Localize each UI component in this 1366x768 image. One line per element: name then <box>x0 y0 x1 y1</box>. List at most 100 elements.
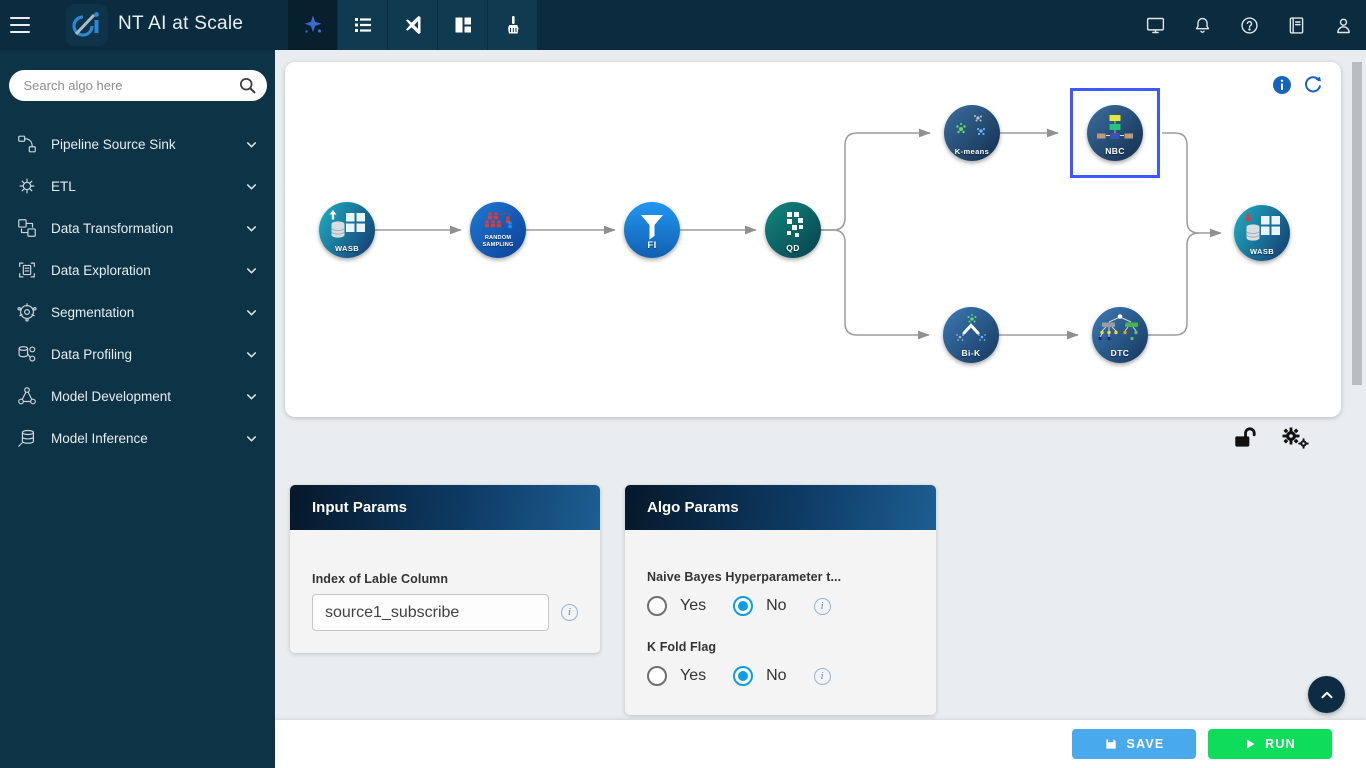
profile-icon[interactable] <box>1333 15 1354 36</box>
pipeline-node-bik[interactable]: Bi-K <box>943 307 999 363</box>
broom-icon[interactable] <box>488 0 537 50</box>
ai-logo-icon <box>72 12 99 37</box>
radio-no[interactable] <box>733 666 754 686</box>
node-label: RANDOM SAMPLING <box>482 235 514 249</box>
pipeline-connectors <box>375 128 1222 340</box>
node-label: K-means <box>954 147 990 156</box>
node-label: Bi-K <box>961 348 981 358</box>
chevron-down-icon <box>244 179 259 194</box>
node-selection-border <box>1070 88 1160 178</box>
chevron-down-icon <box>244 137 259 152</box>
sidebar-item-segmentation[interactable]: Segmentation <box>0 291 275 333</box>
display-icon[interactable] <box>1145 15 1166 36</box>
chevron-down-icon <box>244 347 259 362</box>
sidebar-item-label: Pipeline Source Sink <box>51 136 176 152</box>
field-label: Naive Bayes Hyperparameter t... <box>647 570 842 584</box>
search-input[interactable] <box>23 78 238 93</box>
kmeans-icon <box>956 115 986 136</box>
algo-params-panel: Algo Params Naive Bayes Hyperparameter t… <box>625 485 936 715</box>
sidebar-item-model-inference[interactable]: Model Inference <box>0 417 275 459</box>
sidebar-item-label: Segmentation <box>51 304 135 320</box>
node-label: DTC <box>1110 348 1130 358</box>
run-button-label: RUN <box>1265 737 1296 751</box>
data-transformation-icon <box>16 217 38 239</box>
search-icon[interactable] <box>238 76 257 95</box>
data-exploration-icon <box>16 259 38 281</box>
canvas-actions <box>1272 75 1323 95</box>
save-floppy-icon <box>1105 739 1116 749</box>
panel-title: Input Params <box>290 485 600 530</box>
sidebar-item-label: Data Exploration <box>51 262 151 278</box>
pipeline-node-nbc[interactable]: NBC <box>1087 105 1143 161</box>
list-icon[interactable] <box>338 0 387 50</box>
save-button-label: SAVE <box>1126 737 1165 751</box>
filter-icon <box>641 215 663 240</box>
radio-no[interactable] <box>733 596 754 616</box>
pipeline-node-kmeans[interactable]: K-means <box>944 105 1000 161</box>
scroll-to-top-button[interactable] <box>1308 676 1345 713</box>
pipeline-node-fi[interactable]: FI <box>624 202 680 258</box>
layout-icon[interactable] <box>438 0 487 50</box>
sidebar-menu: Pipeline Source Sink ETL Data Transforma… <box>0 123 275 459</box>
etl-gear-icon <box>16 175 38 197</box>
pipeline-node-wasb-source[interactable]: WASB <box>319 202 375 258</box>
sidebar-item-label: Data Profiling <box>51 346 133 362</box>
settings-gears-icon[interactable] <box>1280 425 1310 456</box>
sidebar-item-data-transformation[interactable]: Data Transformation <box>0 207 275 249</box>
docs-book-icon[interactable] <box>1286 15 1307 36</box>
pipeline-node-qd[interactable]: QD <box>765 202 821 258</box>
label-column-input[interactable] <box>312 594 549 631</box>
radio-yes[interactable] <box>647 596 667 616</box>
header-toolbar <box>288 0 538 50</box>
pipeline-canvas[interactable]: WASB RANDOM SAMPLING <box>285 62 1341 417</box>
field-info-icon[interactable]: i <box>813 667 831 685</box>
ai-spark-icon[interactable] <box>288 0 337 50</box>
info-icon[interactable] <box>1272 75 1292 95</box>
hamburger-menu-icon[interactable] <box>8 14 32 36</box>
run-button[interactable]: RUN <box>1208 729 1332 759</box>
help-icon[interactable] <box>1239 15 1260 36</box>
unlock-icon[interactable] <box>1232 425 1258 456</box>
field-info-icon[interactable]: i <box>561 604 578 621</box>
app-header: NT AI at Scale <box>0 0 1366 50</box>
chevron-down-icon <box>244 305 259 320</box>
pipeline-source-sink-icon <box>16 133 38 155</box>
save-button[interactable]: SAVE <box>1072 729 1196 759</box>
naive-bayes-icon <box>1097 115 1133 139</box>
sidebar-item-data-exploration[interactable]: Data Exploration <box>0 249 275 291</box>
radio-label-yes: Yes <box>680 597 707 614</box>
notifications-bell-icon[interactable] <box>1192 15 1213 36</box>
model-development-icon <box>16 385 38 407</box>
chevron-down-icon <box>244 431 259 446</box>
app-logo <box>66 4 108 46</box>
node-label: WASB <box>1249 247 1275 256</box>
pipeline-node-random-sampling[interactable]: RANDOM SAMPLING <box>470 202 526 258</box>
canvas-tool-icons <box>1232 425 1310 456</box>
model-inference-icon <box>16 427 38 449</box>
vertical-scrollbar-thumb[interactable] <box>1352 62 1362 385</box>
run-flag-icon[interactable] <box>388 0 437 50</box>
sidebar-item-label: Model Development <box>51 388 172 404</box>
field-info-icon[interactable]: i <box>813 597 831 615</box>
sidebar-item-label: ETL <box>51 178 76 194</box>
field-label: K Fold Flag <box>647 640 717 654</box>
node-label: WASB <box>334 244 360 253</box>
radio-yes[interactable] <box>647 666 667 686</box>
field-label: Index of Lable Column <box>312 572 449 586</box>
sidebar-item-model-development[interactable]: Model Development <box>0 375 275 417</box>
pipeline-node-wasb-sink[interactable]: WASB <box>1234 205 1290 261</box>
header-right-icons <box>1145 0 1356 50</box>
refresh-icon[interactable] <box>1303 75 1323 95</box>
input-params-panel: Input Params Index of Lable Column i <box>290 485 600 653</box>
node-label: QD <box>786 243 800 253</box>
sidebar-item-data-profiling[interactable]: Data Profiling <box>0 333 275 375</box>
node-label: NBC <box>1105 146 1125 156</box>
pipeline-node-dtc[interactable]: DTC <box>1092 307 1148 363</box>
random-sampling-icon <box>484 212 513 229</box>
panel-title: Algo Params <box>625 485 936 530</box>
radio-group-naive-bayes-hyperparameter: Yes No i <box>647 596 914 616</box>
sidebar-item-pipeline-source-sink[interactable]: Pipeline Source Sink <box>0 123 275 165</box>
sidebar-item-etl[interactable]: ETL <box>0 165 275 207</box>
bisecting-kmeans-icon <box>956 314 986 341</box>
